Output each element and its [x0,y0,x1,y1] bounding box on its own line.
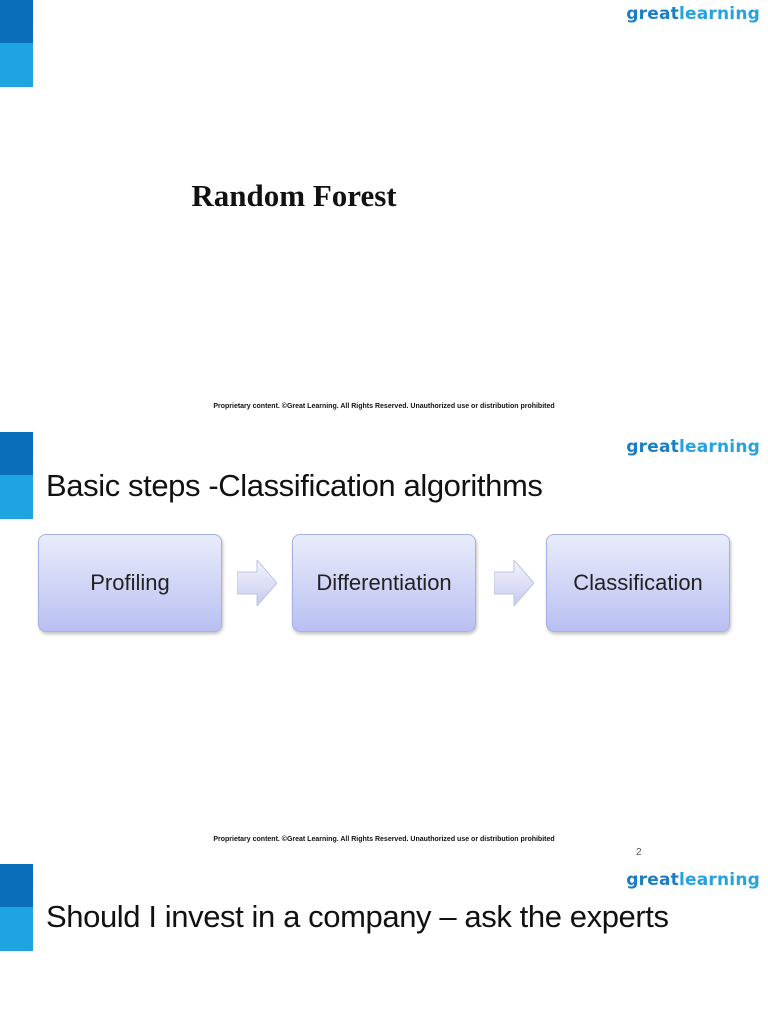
step-differentiation: Differentiation [292,534,476,632]
greatlearning-logo: greatlearning [626,437,760,457]
slide-heading: Should I invest in a company – ask the e… [46,899,669,934]
footer-copyright: Proprietary content. ©Great Learning. Al… [213,403,555,410]
accent-block-dark [0,0,33,43]
accent-block-light [0,475,33,519]
footer-copyright: Proprietary content. ©Great Learning. Al… [213,836,555,843]
accent-block-dark [0,864,33,907]
slide-invest-experts: greatlearning Should I invest in a compa… [0,864,768,1024]
slide-random-forest: greatlearning Random Forest Proprietary … [0,0,768,432]
step-profiling: Profiling [38,534,222,632]
slide-heading: Basic steps -Classification algorithms [46,468,543,503]
greatlearning-logo: greatlearning [626,4,760,24]
accent-block-light [0,43,33,87]
slide-basic-steps: greatlearning Basic steps -Classificatio… [0,432,768,864]
slide-title: Random Forest [191,178,397,213]
accent-block-light [0,907,33,951]
page-number: 2 [636,847,642,858]
arrow-right-icon [494,560,534,606]
accent-block-dark [0,432,33,475]
step-classification: Classification [546,534,730,632]
arrow-right-icon [237,560,277,606]
greatlearning-logo: greatlearning [626,870,760,890]
